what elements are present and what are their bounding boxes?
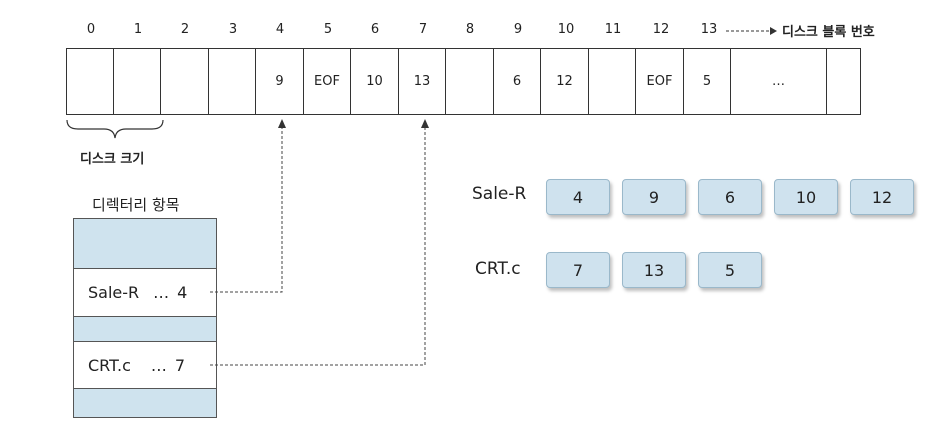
disk-cell [589,48,636,115]
chain-block: 9 [622,179,686,215]
block-index: 9 [513,22,523,37]
directory-entry-crt-c: CRT.c … 7 [74,342,216,389]
directory-row-empty [74,219,216,269]
disk-block-row: 9 EOF 10 13 6 12 EOF 5 … [66,48,862,115]
block-index: 3 [228,22,238,37]
disk-cell: 13 [399,48,446,115]
block-index: 8 [465,22,475,37]
sale-r-pointer [210,128,283,293]
crt-c-pointer [210,128,426,366]
block-size-label: 디스크 크기 [80,152,145,167]
directory-table: Sale-R … 4 CRT.c … 7 [73,218,217,418]
entry-start-block: 4 [177,283,188,302]
chain-label-crt-c: CRT.c [475,259,521,279]
chain-block: 5 [698,252,762,288]
directory-entry-sale-r: Sale-R … 4 [74,269,216,317]
disk-cell: 10 [351,48,399,115]
chain-block: 4 [546,179,610,215]
block-index: 7 [418,22,428,37]
block-number-label: 디스크 블록 번호 [782,25,875,40]
disk-cell [827,48,861,115]
entry-dots: … [153,283,170,302]
directory-title: 디렉터리 항목 [92,196,180,214]
disk-cell: 6 [494,48,541,115]
block-index: 11 [604,22,622,37]
entry-start-block: 7 [174,355,186,375]
disk-cell: EOF [304,48,351,115]
disk-cell [209,48,256,115]
block-index: 4 [275,22,285,37]
chain-block: 10 [774,179,838,215]
chain-block: 12 [850,179,914,215]
entry-name: CRT.c [88,355,131,375]
block-index: 0 [86,22,96,37]
block-index: 1 [133,22,143,37]
entry-name: Sale-R [88,283,140,302]
disk-cell: 5 [684,48,731,115]
block-index: 5 [323,22,333,37]
disk-cell: … [731,48,827,115]
block-index: 13 [700,22,718,37]
chain-label-sale-r: Sale-R [472,184,527,204]
disk-cell [66,48,114,115]
disk-cell [446,48,494,115]
disk-cell: 12 [541,48,589,115]
axis-arrow [726,27,777,35]
block-index: 6 [370,22,380,37]
chain-block: 13 [622,252,686,288]
chain-block: 6 [698,179,762,215]
directory-row-empty [74,317,216,342]
directory-row-empty [74,389,216,417]
block-index: 2 [180,22,190,37]
disk-cell: EOF [636,48,684,115]
block-size-brace [66,119,164,139]
block-index: 10 [557,22,575,37]
block-index: 12 [652,22,670,37]
disk-cell [114,48,161,115]
disk-cell: 9 [256,48,304,115]
entry-dots: … [150,355,167,375]
disk-cell [161,48,209,115]
chain-block: 7 [546,252,610,288]
